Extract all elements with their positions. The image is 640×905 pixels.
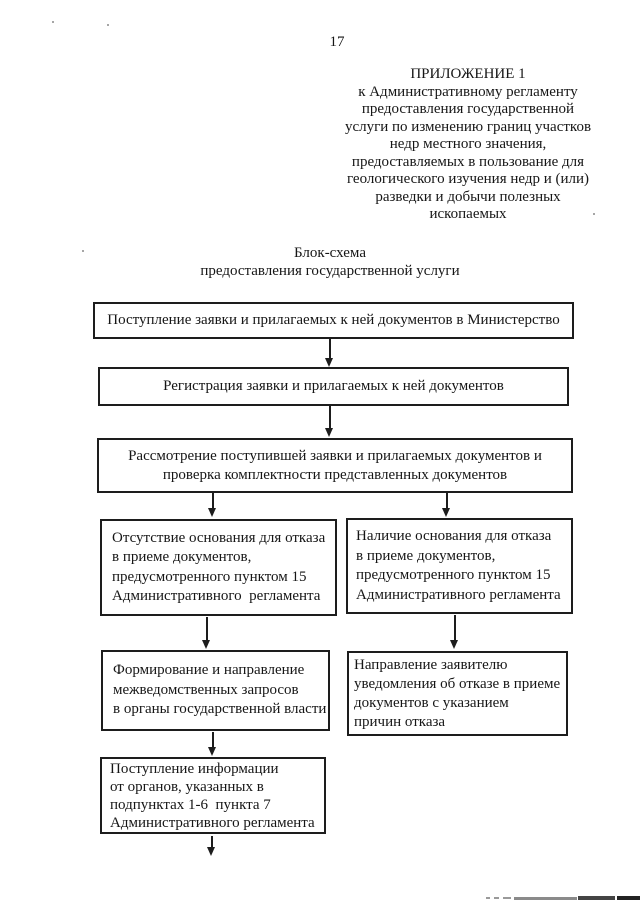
arrow-down-icon <box>325 428 333 437</box>
flow-box-refusal-notice: Направление заявителю уведомления об отк… <box>347 651 568 736</box>
arrow-down-icon <box>442 508 450 517</box>
arrow-down-shaft <box>446 493 448 510</box>
scan-artifact-dash <box>486 897 490 899</box>
flow-box-interagency-requests: Формирование и направление межведомствен… <box>101 650 330 731</box>
arrow-down-icon <box>325 358 333 367</box>
scan-artifact-dash <box>494 897 499 899</box>
flow-box-info-received: Поступление информации от органов, указа… <box>100 757 326 834</box>
arrow-down-shaft <box>329 406 331 430</box>
flow-box-refusal-grounds: Наличие основания для отказа в приеме до… <box>346 518 573 614</box>
flowchart-title: Блок-схема предоставления государственно… <box>200 245 460 279</box>
appendix-heading: ПРИЛОЖЕНИЕ 1 к Административному регламе… <box>344 66 592 222</box>
flow-box-registration: Регистрация заявки и прилагаемых к ней д… <box>98 367 569 406</box>
arrow-down-shaft <box>212 493 214 510</box>
scan-artifact-line <box>578 896 615 900</box>
flow-box-review: Рассмотрение поступившей заявки и прилаг… <box>97 438 573 493</box>
scan-speck <box>82 250 84 252</box>
scan-artifact-line <box>514 897 577 900</box>
flow-box-no-refusal-grounds: Отсутствие основания для отказа в приеме… <box>100 519 337 616</box>
scan-speck <box>107 24 109 26</box>
scan-speck <box>593 213 595 215</box>
arrow-down-icon <box>207 847 215 856</box>
flow-box-intake: Поступление заявки и прилагаемых к ней д… <box>93 302 574 339</box>
scan-speck <box>52 21 54 23</box>
arrow-down-shaft <box>211 836 213 849</box>
page-number: 17 <box>329 34 345 50</box>
arrow-down-shaft <box>329 339 331 360</box>
arrow-down-icon <box>208 747 216 756</box>
arrow-down-shaft <box>206 617 208 642</box>
arrow-down-icon <box>202 640 210 649</box>
arrow-down-icon <box>450 640 458 649</box>
scan-artifact-line <box>617 896 640 900</box>
arrow-down-shaft <box>454 615 456 642</box>
arrow-down-icon <box>208 508 216 517</box>
scan-artifact-dash <box>503 897 511 899</box>
arrow-down-shaft <box>212 732 214 749</box>
